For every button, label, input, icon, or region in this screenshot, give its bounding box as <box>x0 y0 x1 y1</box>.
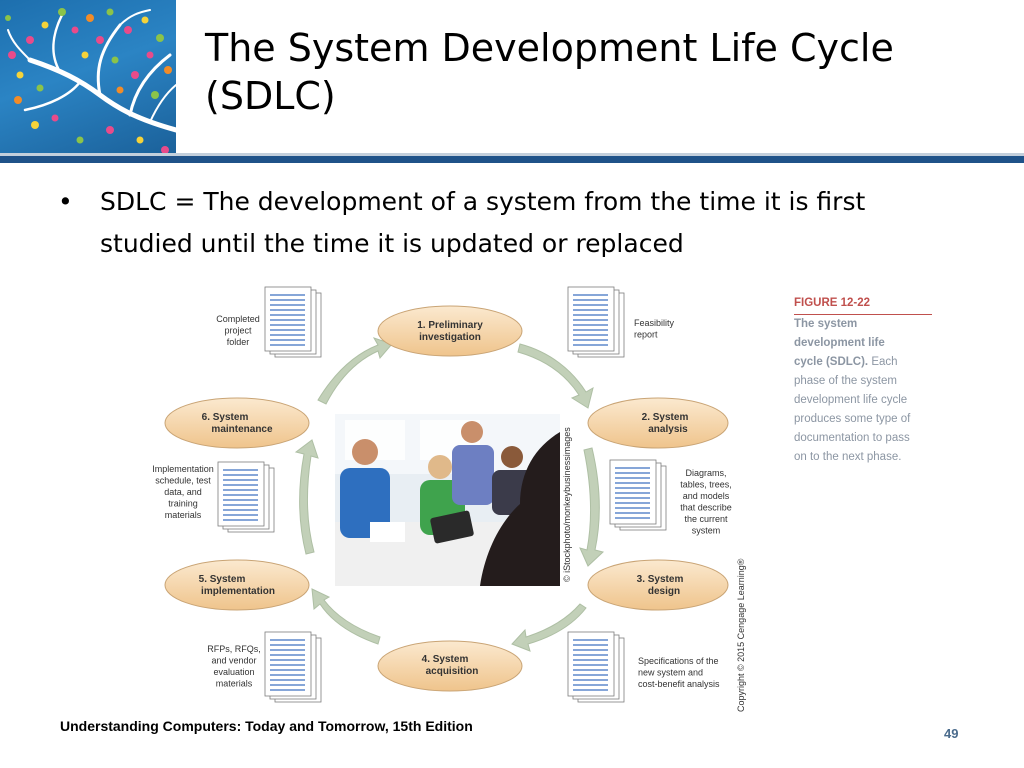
bullet-text-line1: SDLC = The development of a system from … <box>100 187 866 216</box>
cycle-arrows <box>294 337 605 652</box>
document-label-line: report <box>634 330 658 340</box>
caption-line5: on to the next phase. <box>794 451 902 463</box>
phase-3-oval: 3. System design <box>587 559 729 611</box>
phase-6-oval: 6. System maintenance <box>164 397 310 449</box>
caption-title-line1: The system <box>794 318 858 330</box>
footer-text: Understanding Computers: Today and Tomor… <box>60 718 473 734</box>
document-label-line: Diagrams, <box>685 468 726 478</box>
phase-5-label-line2: implementation <box>201 586 275 597</box>
phase-4-label-line2: acquisition <box>426 666 479 677</box>
page-number: 49 <box>944 726 959 741</box>
document-label-line: data, and <box>164 487 202 497</box>
bullet-text: SDLC = The development of a system from … <box>100 181 950 265</box>
arrow-6-to-1 <box>317 337 393 405</box>
arrow-4-to-5 <box>311 588 381 645</box>
document-label-line: training <box>168 499 198 509</box>
phase-1-label-line2: investigation <box>419 332 481 343</box>
slide-title: The System Development Life Cycle (SDLC) <box>205 24 1005 120</box>
document-stack-icon <box>217 461 275 533</box>
title-rule <box>0 156 1024 163</box>
document-stack-icon <box>264 286 322 358</box>
document-label-line: new system and <box>638 668 703 678</box>
copyright-notice: Copyright © 2015 Cengage Learning® <box>736 558 746 712</box>
phase-6-label-line1: 6. System <box>202 412 249 423</box>
caption-title: The system development life cycle (SDLC)… <box>794 318 885 368</box>
arrow-1-to-2 <box>517 343 594 409</box>
document-label-line: tables, trees, <box>680 480 732 490</box>
caption-line4: documentation to pass <box>794 432 910 444</box>
photo-credit: © iStockphoto/monkeybusinessimages <box>562 427 572 582</box>
document-label-line: Implementation <box>152 464 214 474</box>
phase-4-oval: 4. System acquisition <box>377 640 523 692</box>
document-stack-icon <box>567 286 625 358</box>
document-label-line: that describe <box>680 503 732 513</box>
document-label-line: Feasibility <box>634 318 675 328</box>
meeting-photo <box>335 414 560 586</box>
arrow-3-to-4 <box>511 603 587 652</box>
arrow-2-to-3 <box>579 447 605 567</box>
document-label-line: and models <box>683 491 730 501</box>
bullet-icon: • <box>58 187 73 216</box>
phase-4-label-line1: 4. System <box>422 654 469 665</box>
sdlc-diagram: © iStockphoto/monkeybusinessimages Copyr… <box>152 286 746 712</box>
bullet-text-line2: studied until the time it is updated or … <box>100 229 684 258</box>
phase-3-label-line1: 3. System <box>637 574 684 585</box>
phase-5-label-line1: 5. System <box>199 574 246 585</box>
caption-text: The system development life cycle (SDLC)… <box>794 315 934 467</box>
caption-title-line2: development life <box>794 337 885 349</box>
figure-number: FIGURE 12-22 <box>794 294 932 315</box>
document-label-line: and vendor <box>211 656 256 666</box>
caption-line3: produces some type of <box>794 413 911 425</box>
document-stack-icon <box>264 631 322 703</box>
phase-1-oval: 1. Preliminary investigation <box>377 305 523 357</box>
tree-logo <box>0 0 176 160</box>
slide-title-line2: (SDLC) <box>205 74 336 118</box>
phase-5-oval: 5. System implementation <box>164 559 310 611</box>
phase-2-oval: 2. System analysis <box>587 397 729 449</box>
document-label-line: cost-benefit analysis <box>638 679 720 689</box>
caption-line1: phase of the system <box>794 375 897 387</box>
document-label-line: materials <box>216 679 253 689</box>
document-stack-icon <box>567 631 625 703</box>
document-label-line: system <box>692 526 721 536</box>
document-label-line: folder <box>227 337 250 347</box>
caption-line2: development life cycle <box>794 394 908 406</box>
document-label-line: RFPs, RFQs, <box>207 644 261 654</box>
phase-6-label-line2: maintenance <box>211 424 273 435</box>
document-label-line: the current <box>684 514 728 524</box>
caption-title-line3: cycle (SDLC). <box>794 356 869 368</box>
title-rule-light <box>0 153 1024 157</box>
document-label-line: schedule, test <box>155 476 211 486</box>
document-label-line: materials <box>165 510 202 520</box>
document-label-line: Specifications of the <box>638 656 719 666</box>
figure-caption: FIGURE 12-22 The system development life… <box>794 294 934 467</box>
slide-title-line1: The System Development Life Cycle <box>205 26 894 70</box>
phase-1-label-line1: 1. Preliminary <box>417 320 483 331</box>
phase-3-label-line2: design <box>648 586 680 597</box>
phase-2-label-line2: analysis <box>648 424 688 435</box>
document-stack-icon <box>609 459 667 531</box>
document-label-line: Completed <box>216 314 260 324</box>
tree-branch-icon <box>5 8 176 154</box>
document-stacks <box>217 286 667 703</box>
document-label-line: evaluation <box>213 667 254 677</box>
phase-2-label-line1: 2. System <box>642 412 689 423</box>
caption-title-tail: Each <box>868 356 898 368</box>
document-label-line: project <box>224 326 252 336</box>
arrow-5-to-6 <box>294 439 319 555</box>
